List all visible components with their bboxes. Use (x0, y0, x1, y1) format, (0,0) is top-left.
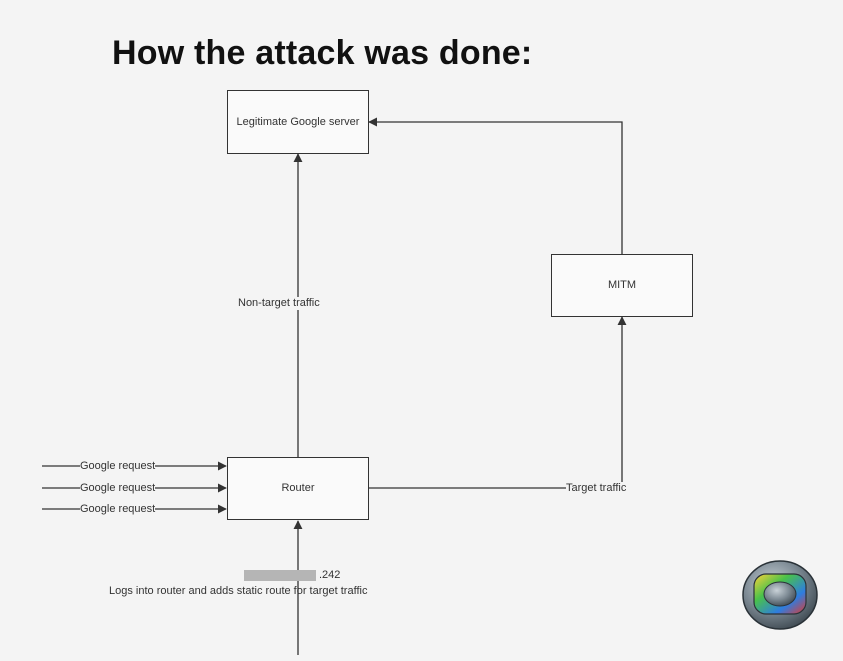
edge-label-target-traffic: Target traffic (566, 482, 627, 495)
redacted-ip-block (244, 570, 316, 581)
globo-logo-icon (742, 560, 818, 630)
node-legitimate-google-server: Legitimate Google server (227, 90, 369, 154)
edge-label-google-request-2: Google request (80, 482, 156, 495)
node-mitm: MITM (551, 254, 693, 317)
edge-router-to-mitm (369, 316, 627, 489)
slide-title: How the attack was done: (112, 34, 533, 72)
node-router: Router (227, 457, 369, 520)
edge-label-google-request-3: Google request (80, 503, 156, 516)
edge-label-non-target-traffic: Non-target traffic (238, 297, 320, 310)
edge-mitm-to-server (368, 117, 623, 254)
edge-label-google-request-1: Google request (80, 460, 156, 473)
login-description-label: Logs into router and adds static route f… (109, 585, 368, 597)
ip-suffix-label: .242 (319, 569, 341, 581)
